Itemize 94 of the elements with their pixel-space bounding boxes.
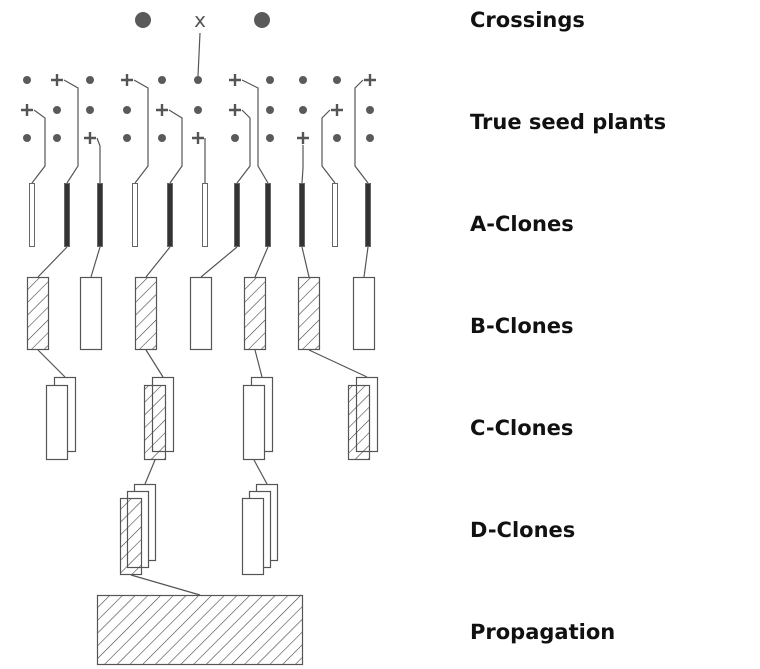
connector-line: [321, 110, 336, 184]
seedling-dot: [53, 134, 61, 142]
clone-bar: [299, 183, 305, 247]
seedling-dot: [299, 76, 307, 84]
seedling-dot: [231, 134, 239, 142]
connector-line: [242, 79, 269, 184]
seedling-dot: [158, 134, 166, 142]
row-label: Crossings: [470, 8, 585, 32]
plus-mark: [229, 104, 241, 116]
plus-mark: [192, 132, 204, 144]
clone-column: [27, 277, 49, 350]
row-label: A-Clones: [470, 212, 574, 236]
plus-mark: [156, 104, 168, 116]
clone-stack: [242, 484, 278, 575]
clone-bar: [64, 183, 70, 247]
clone-column: [190, 277, 212, 350]
connector-line: [354, 80, 368, 184]
connector-line: [146, 246, 170, 278]
plus-mark: [84, 132, 96, 144]
cross-sign: x: [193, 8, 207, 32]
connector-line: [144, 460, 156, 484]
connector-line: [197, 32, 201, 76]
parent-plant-dot: [135, 12, 151, 28]
connector-line: [200, 246, 238, 278]
seedling-dot: [366, 106, 374, 114]
plus-mark: [51, 74, 63, 86]
plus-mark: [297, 132, 309, 144]
plus-mark: [364, 74, 376, 86]
connector-line: [134, 79, 149, 184]
clone-stack: [243, 377, 273, 460]
seedling-dot: [123, 106, 131, 114]
seedling-dot: [158, 76, 166, 84]
clone-stack: [144, 377, 174, 460]
connector-line: [301, 246, 310, 278]
row-label: Propagation: [470, 620, 616, 644]
clone-bar: [202, 183, 208, 247]
seedling-dot: [53, 106, 61, 114]
clone-bar: [265, 183, 271, 247]
connector-line: [130, 574, 200, 596]
seedling-dot: [23, 134, 31, 142]
plus-mark: [121, 74, 133, 86]
clone-bar: [97, 183, 103, 247]
seedling-dot: [194, 76, 202, 84]
connector-line: [204, 138, 206, 183]
seedling-dot: [266, 106, 274, 114]
row-label: D-Clones: [470, 518, 576, 542]
row-label: B-Clones: [470, 314, 574, 338]
seedling-dot: [266, 76, 274, 84]
connector-line: [301, 145, 304, 184]
seedling-dot: [86, 106, 94, 114]
clone-column: [353, 277, 375, 350]
connector-line: [254, 350, 263, 378]
clone-column: [80, 277, 102, 350]
connector-line: [254, 246, 269, 278]
connector-line: [32, 110, 46, 184]
seedling-dot: [333, 134, 341, 142]
clone-stack: [348, 377, 378, 460]
seedling-dot: [86, 76, 94, 84]
clone-bar: [29, 183, 35, 247]
plus-mark: [21, 104, 33, 116]
connector-line: [168, 109, 183, 184]
row-label: C-Clones: [470, 416, 574, 440]
clone-bar: [234, 183, 240, 247]
connector-line: [363, 246, 369, 278]
seedling-dot: [194, 106, 202, 114]
seedling-dot: [23, 76, 31, 84]
seedling-dot: [266, 134, 274, 142]
connector-line: [64, 79, 79, 184]
clone-bar: [365, 183, 371, 247]
connector-line: [90, 246, 101, 278]
clone-column: [298, 277, 320, 350]
propagation-plot: [97, 595, 303, 665]
clone-bar: [332, 183, 338, 247]
clone-column: [135, 277, 157, 350]
clone-stack: [46, 377, 76, 460]
clone-bar: [167, 183, 173, 247]
row-label: True seed plants: [470, 110, 666, 134]
parent-plant-dot: [254, 12, 270, 28]
plus-mark: [331, 104, 343, 116]
seedling-dot: [366, 134, 374, 142]
clone-stack: [120, 484, 156, 575]
seedling-dot: [333, 76, 341, 84]
connector-line: [253, 460, 268, 484]
connector-line: [236, 110, 251, 184]
connector-line: [146, 350, 164, 378]
clone-column: [244, 277, 266, 350]
clone-bar: [132, 183, 138, 247]
plus-mark: [229, 74, 241, 86]
connector-line: [96, 138, 101, 183]
connector-line: [38, 246, 68, 278]
seedling-dot: [299, 106, 307, 114]
connector-line: [308, 349, 368, 378]
seedling-dot: [123, 134, 131, 142]
connector-line: [38, 350, 66, 378]
